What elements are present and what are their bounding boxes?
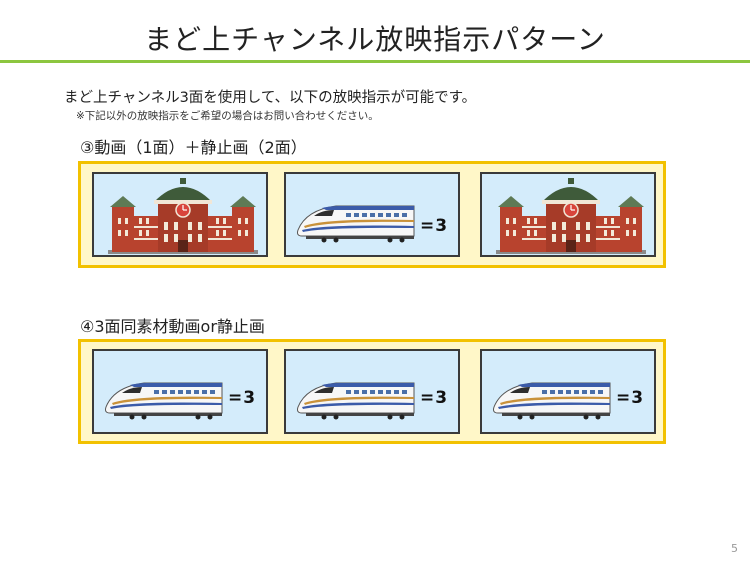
pattern4-panel-1: =3 [92, 349, 268, 434]
pattern4-panel-3: =3 [480, 349, 656, 434]
note-text: ※下記以外の放映指示をご希望の場合はお問い合わせください。 [76, 110, 379, 122]
repeat-label: =3 [420, 388, 449, 408]
pattern3-panel-3 [480, 172, 656, 257]
repeat-label: =3 [228, 388, 257, 408]
pattern4-band: =3 =3 =3 [78, 339, 666, 444]
repeat-label: =3 [420, 216, 449, 236]
title-underline [0, 60, 750, 63]
pattern3-panel-1 [92, 172, 268, 257]
bullet-train-illustration [493, 382, 611, 420]
bullet-train-illustration [297, 205, 415, 243]
page-number: 5 [731, 542, 738, 555]
bullet-train-illustration [105, 382, 223, 420]
slide-title: まど上チャンネル放映指示パターン [144, 23, 606, 56]
repeat-label: =3 [616, 388, 645, 408]
station-building-illustration [108, 177, 258, 254]
pattern3-heading: ③動画（1面）＋静止画（2面） [80, 138, 307, 157]
pattern3-band: =3 [78, 161, 666, 268]
pattern4-panel-2: =3 [284, 349, 460, 434]
bullet-train-illustration [297, 382, 415, 420]
station-building-illustration [496, 177, 646, 254]
pattern3-panel-2: =3 [284, 172, 460, 257]
description-text: まど上チャンネル3面を使用して、以下の放映指示が可能です。 [64, 90, 477, 106]
pattern4-heading: ④3面同素材動画or静止画 [80, 317, 265, 336]
